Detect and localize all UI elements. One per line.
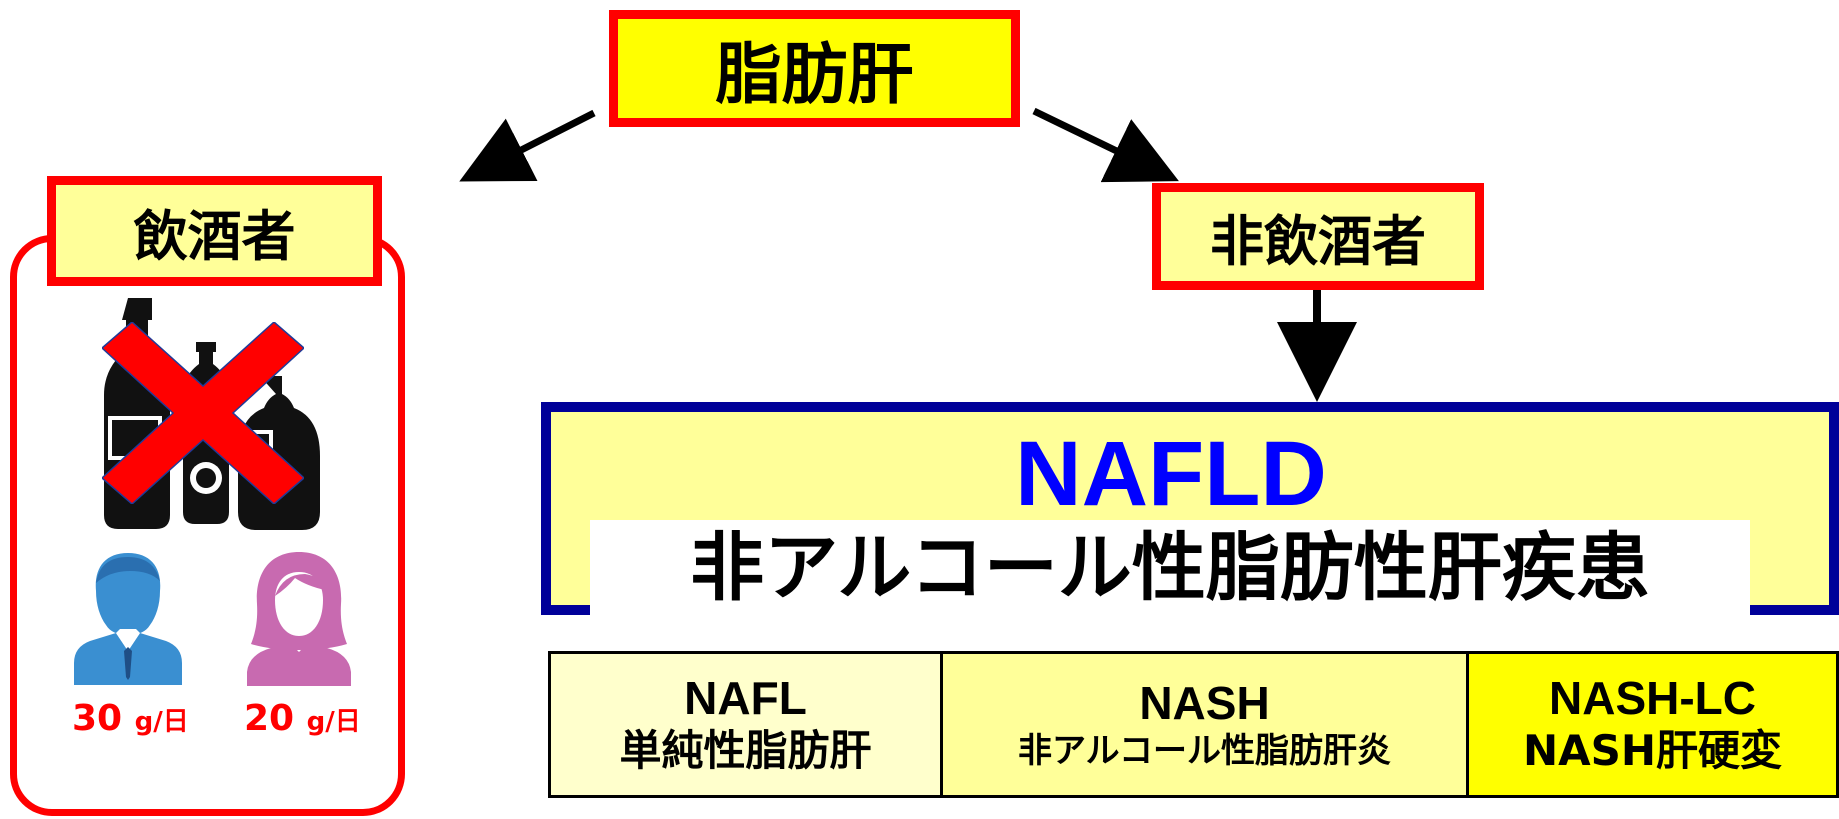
- female-amount-unit: g/日: [306, 707, 361, 737]
- female-amount-value: 20: [244, 698, 295, 739]
- stage-table: NAFL 単純性脂肪肝 NASH 非アルコール性脂肪肝炎 NASH-LC NAS…: [548, 651, 1839, 798]
- female-user-icon: [247, 552, 351, 686]
- nafld-subtitle: 非アルコール性脂肪性肝疾患: [590, 520, 1750, 615]
- male-amount-unit: g/日: [134, 707, 189, 737]
- arrow-to-drinker: [459, 109, 596, 182]
- stage-nash-lc-jp: NASH肝硬変: [1522, 725, 1783, 775]
- arrow-to-non-drinker: [1032, 107, 1179, 183]
- male-user-icon: [74, 553, 182, 685]
- stage-cell-nash: NASH 非アルコール性脂肪肝炎: [943, 654, 1469, 795]
- stage-nash-lc-en: NASH-LC: [1549, 671, 1756, 724]
- non-drinker-box: 非飲酒者: [1152, 183, 1484, 290]
- male-amount: 30 g/日: [72, 698, 189, 739]
- non-drinker-label: 非飲酒者: [1210, 210, 1426, 273]
- female-amount: 20 g/日: [244, 698, 361, 739]
- stage-nash-jp: 非アルコール性脂肪肝炎: [1018, 730, 1391, 771]
- stage-nafl-jp: 単純性脂肪肝: [619, 725, 872, 775]
- drinker-box: 飲酒者: [47, 176, 382, 286]
- drinker-label: 飲酒者: [133, 204, 296, 268]
- fatty-liver-label: 脂肪肝: [715, 35, 914, 113]
- stage-cell-nafl: NAFL 単純性脂肪肝: [551, 654, 943, 795]
- fatty-liver-box: 脂肪肝: [609, 10, 1020, 127]
- stage-cell-nash-lc: NASH-LC NASH肝硬変: [1469, 654, 1836, 795]
- stage-nash-en: NASH: [1139, 676, 1270, 729]
- drinker-panel: [10, 235, 405, 816]
- male-amount-value: 30: [72, 698, 123, 739]
- stage-nafl-en: NAFL: [684, 671, 807, 724]
- nafld-title: NAFLD: [1015, 423, 1327, 525]
- cross-icon: [102, 322, 304, 504]
